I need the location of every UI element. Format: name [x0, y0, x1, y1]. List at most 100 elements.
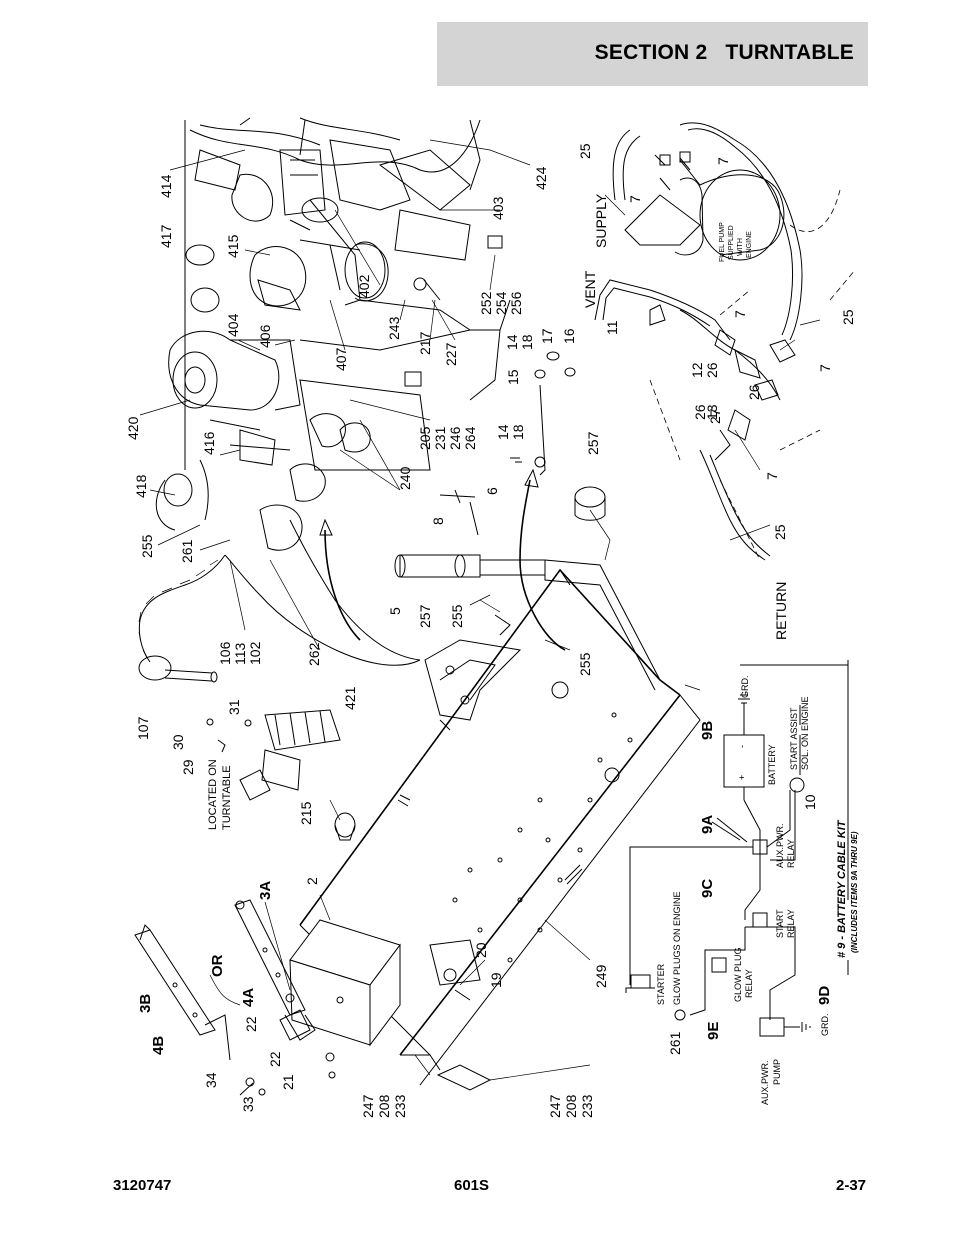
callout-414: 414 — [158, 174, 174, 198]
label-glow-plugs: GLOW PLUGS ON ENGINE — [672, 891, 682, 1005]
callout-402: 402 — [356, 274, 372, 298]
callout-labels: 414 417 415 424 403 402 404 406 407 243 … — [125, 143, 856, 1118]
label-kit-subtitle: (INCLUDES ITEMS 9A THRU 9E) — [850, 831, 859, 953]
fuel-pump-assembly — [594, 122, 856, 561]
label-supply: SUPPLY — [593, 193, 609, 248]
callout-420: 420 — [125, 416, 141, 440]
callout-247-a: 247 — [360, 1094, 376, 1118]
callout-10: 10 — [802, 794, 818, 810]
callout-404: 404 — [225, 313, 241, 337]
callout-9B: 9B — [699, 721, 716, 740]
start-assist-solenoid — [789, 777, 805, 793]
callout-231: 231 — [432, 426, 448, 450]
glow-plug-relay-symbol — [711, 957, 727, 973]
callout-25-c: 25 — [772, 524, 788, 540]
callout-20: 20 — [473, 942, 489, 958]
callout-7-e: 7 — [764, 472, 780, 480]
callout-29: 29 — [180, 759, 196, 775]
callout-233-b: 233 — [579, 1094, 595, 1118]
callout-215: 215 — [298, 801, 314, 825]
label-aux-pump-1: AUX.PWR. — [760, 1060, 770, 1105]
callout-7-b: 7 — [715, 157, 731, 165]
callout-9E: 9E — [705, 1022, 722, 1040]
callout-2: 2 — [304, 877, 320, 885]
callout-26-c: 26 — [692, 404, 708, 420]
section-header: SECTION 2 TURNTABLE — [437, 22, 868, 86]
callout-21: 21 — [280, 1074, 296, 1090]
callout-14-a: 14 — [504, 334, 520, 350]
label-battery-plus: + — [737, 775, 747, 780]
label-glow-relay-2: RELAY — [744, 969, 754, 998]
callout-416: 416 — [201, 431, 217, 455]
callout-6: 6 — [484, 487, 500, 495]
callout-406: 406 — [257, 324, 273, 348]
callout-26-b: 26 — [746, 384, 762, 400]
label-fuel-pump-2: SUPPLIED — [728, 225, 735, 260]
callout-13: 13 — [704, 404, 720, 420]
callout-247-b: 247 — [547, 1094, 563, 1118]
callout-262: 262 — [306, 642, 322, 666]
section-title: SECTION 2 TURNTABLE — [594, 41, 854, 64]
callout-254: 254 — [493, 291, 509, 315]
callout-417: 417 — [158, 224, 174, 248]
callout-415: 415 — [225, 234, 241, 258]
label-fuel-pump-1: FUEL PUMP — [719, 222, 726, 262]
label-aux-pump-2: PUMP — [772, 1059, 782, 1085]
callout-424: 424 — [533, 166, 549, 190]
bracket-plates — [334, 486, 606, 1091]
callout-15: 15 — [505, 369, 521, 385]
callout-227: 227 — [443, 342, 459, 366]
callout-264: 264 — [462, 426, 478, 450]
callout-256: 256 — [508, 291, 524, 315]
label-fuel-pump-4: ENGINE — [746, 231, 753, 258]
label-return: RETURN — [773, 582, 789, 640]
callout-233-a: 233 — [392, 1094, 408, 1118]
callout-OR: OR — [209, 954, 226, 977]
callout-217: 217 — [417, 331, 433, 355]
callout-249: 249 — [593, 964, 609, 988]
callout-4A: 4A — [240, 988, 257, 1007]
chain-and-pin — [138, 554, 226, 683]
callout-16: 16 — [561, 328, 577, 344]
label-located-on-2: TURNTABLE — [221, 765, 233, 830]
callout-255-a: 255 — [139, 534, 155, 558]
callout-14-b: 14 — [495, 424, 511, 440]
label-located-on-1: LOCATED ON — [207, 759, 219, 830]
callout-208-a: 208 — [376, 1094, 392, 1118]
callout-17: 17 — [539, 328, 555, 344]
label-glow-relay-1: GLOW PLUG — [733, 947, 743, 1002]
label-aux-relay-1: AUX.PWR. — [775, 823, 785, 868]
footer-page-number: 2-37 — [836, 1177, 867, 1194]
callout-208-b: 208 — [563, 1094, 579, 1118]
label-fuel-pump-3: WITH — [737, 238, 744, 256]
label-start-relay-2: RELAY — [786, 909, 796, 938]
footer-document-number: 3120747 — [113, 1177, 172, 1194]
label-aux-relay-2: RELAY — [786, 839, 796, 868]
callout-9C: 9C — [699, 879, 716, 898]
battery-cable-schematic — [625, 660, 849, 1037]
callout-22-b: 22 — [267, 1051, 283, 1067]
engine-assembly — [155, 117, 511, 551]
callout-7-c: 7 — [732, 310, 748, 318]
callout-257-b: 257 — [417, 604, 433, 628]
callout-12: 12 — [689, 362, 705, 378]
callout-8: 8 — [430, 517, 446, 525]
tank-box — [279, 919, 401, 1047]
callout-255-b: 255 — [449, 604, 465, 628]
aux-power-pump-symbol — [759, 1017, 785, 1037]
callout-18-b: 18 — [510, 424, 526, 440]
leader-lines — [139, 139, 821, 1081]
callout-18-a: 18 — [519, 334, 535, 350]
label-grd-bottom: GRD. — [820, 1014, 830, 1037]
callout-34: 34 — [203, 1072, 219, 1088]
label-battery: BATTERY — [767, 744, 777, 785]
callout-3A: 3A — [257, 881, 274, 900]
callout-240: 240 — [397, 466, 413, 490]
callout-255-c: 255 — [577, 652, 593, 676]
callout-19: 19 — [488, 972, 504, 988]
axle-brackets — [134, 899, 336, 1096]
callout-31: 31 — [226, 699, 242, 715]
label-start-relay-1: START — [775, 909, 785, 938]
callout-243: 243 — [386, 316, 402, 340]
